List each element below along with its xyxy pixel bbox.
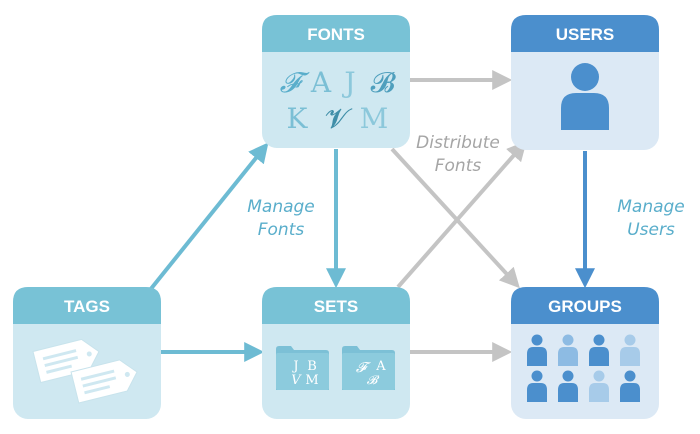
font-glyph: 𝓥 <box>325 102 352 135</box>
label-distribute-fonts: Distribute Fonts <box>416 133 500 176</box>
group-member-icon <box>527 334 547 366</box>
tag-icon <box>32 338 138 404</box>
people-grid-icon <box>527 334 640 402</box>
group-member-icon <box>558 334 578 366</box>
label-manage-users-line2: Users <box>627 220 675 240</box>
tags-title: TAGS <box>64 297 110 316</box>
folder-icon: 𝓕 A 𝓑 <box>342 346 395 390</box>
group-member-icon <box>558 370 578 402</box>
label-distribute-fonts-line2: Fonts <box>435 156 482 176</box>
folder-glyph: M <box>305 373 318 388</box>
fonts-title: FONTS <box>307 25 365 44</box>
arrow-sets-to-users <box>396 140 527 289</box>
font-glyph: M <box>360 102 389 135</box>
group-member-icon <box>620 370 640 402</box>
groups-title: GROUPS <box>548 297 622 316</box>
label-manage-fonts-line1: Manage <box>247 197 315 217</box>
tags-node: TAGS <box>13 287 161 419</box>
folder-glyph: B <box>307 359 317 374</box>
label-distribute-fonts-line1: Distribute <box>416 133 500 153</box>
group-member-icon <box>589 334 609 366</box>
folder-glyph: 𝓑 <box>367 373 380 387</box>
group-member-icon <box>620 334 640 366</box>
folder-glyph: A <box>375 359 386 374</box>
sets-title: SETS <box>314 297 358 316</box>
users-title: USERS <box>556 25 615 44</box>
label-manage-users-line1: Manage <box>617 197 685 217</box>
folder-glyph: V <box>291 373 302 388</box>
arrow-fonts-to-groups <box>390 147 520 289</box>
group-member-icon <box>527 370 547 402</box>
arrows <box>148 70 595 362</box>
arrow-tags-to-fonts <box>148 142 269 292</box>
folder-glyph: J <box>291 359 298 374</box>
users-node: USERS <box>511 15 659 150</box>
sets-node: SETS J B V M 𝓕 A 𝓑 <box>262 287 410 419</box>
font-glyph: J <box>341 66 355 99</box>
label-manage-fonts-line2: Fonts <box>258 220 305 240</box>
person-icon <box>561 63 609 130</box>
font-glyph: K <box>287 102 309 135</box>
folder-icon: J B V M <box>276 346 329 390</box>
label-manage-fonts: Manage Fonts <box>247 197 315 240</box>
group-member-icon <box>589 370 609 402</box>
font-glyph: A <box>310 66 332 99</box>
font-glyph: 𝓑 <box>371 66 397 99</box>
label-manage-users: Manage Users <box>617 197 685 240</box>
groups-node: GROUPS <box>511 287 659 419</box>
fonts-node: FONTS 𝓕 A J 𝓑 K 𝓥 M <box>262 15 410 148</box>
